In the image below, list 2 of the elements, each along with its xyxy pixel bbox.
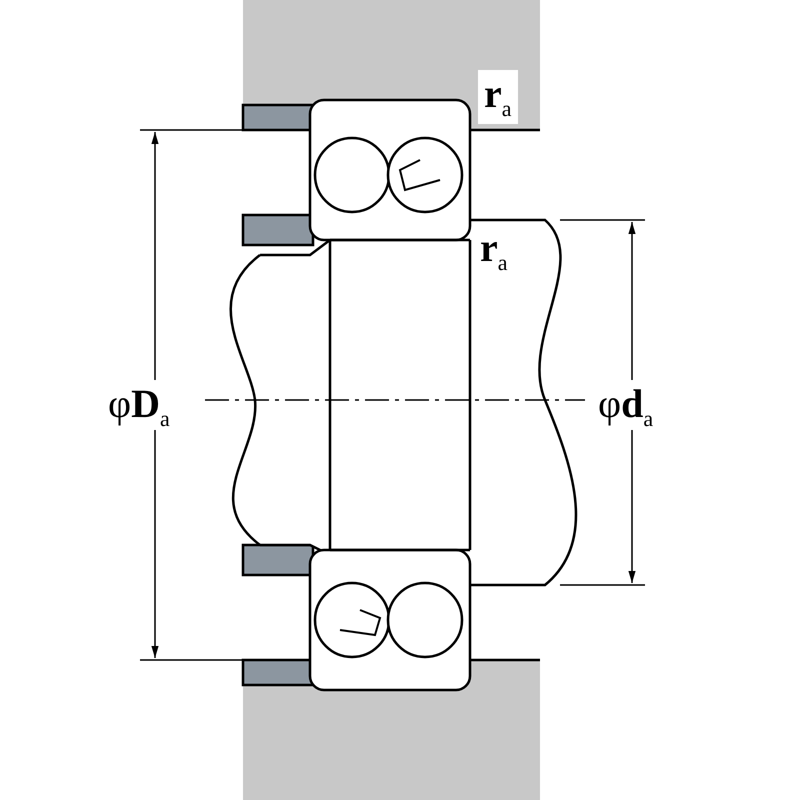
fillet-radius-label: r$_{a}$ [480,228,508,274]
fillet-radius-label: r$_{a}$ [478,70,518,124]
